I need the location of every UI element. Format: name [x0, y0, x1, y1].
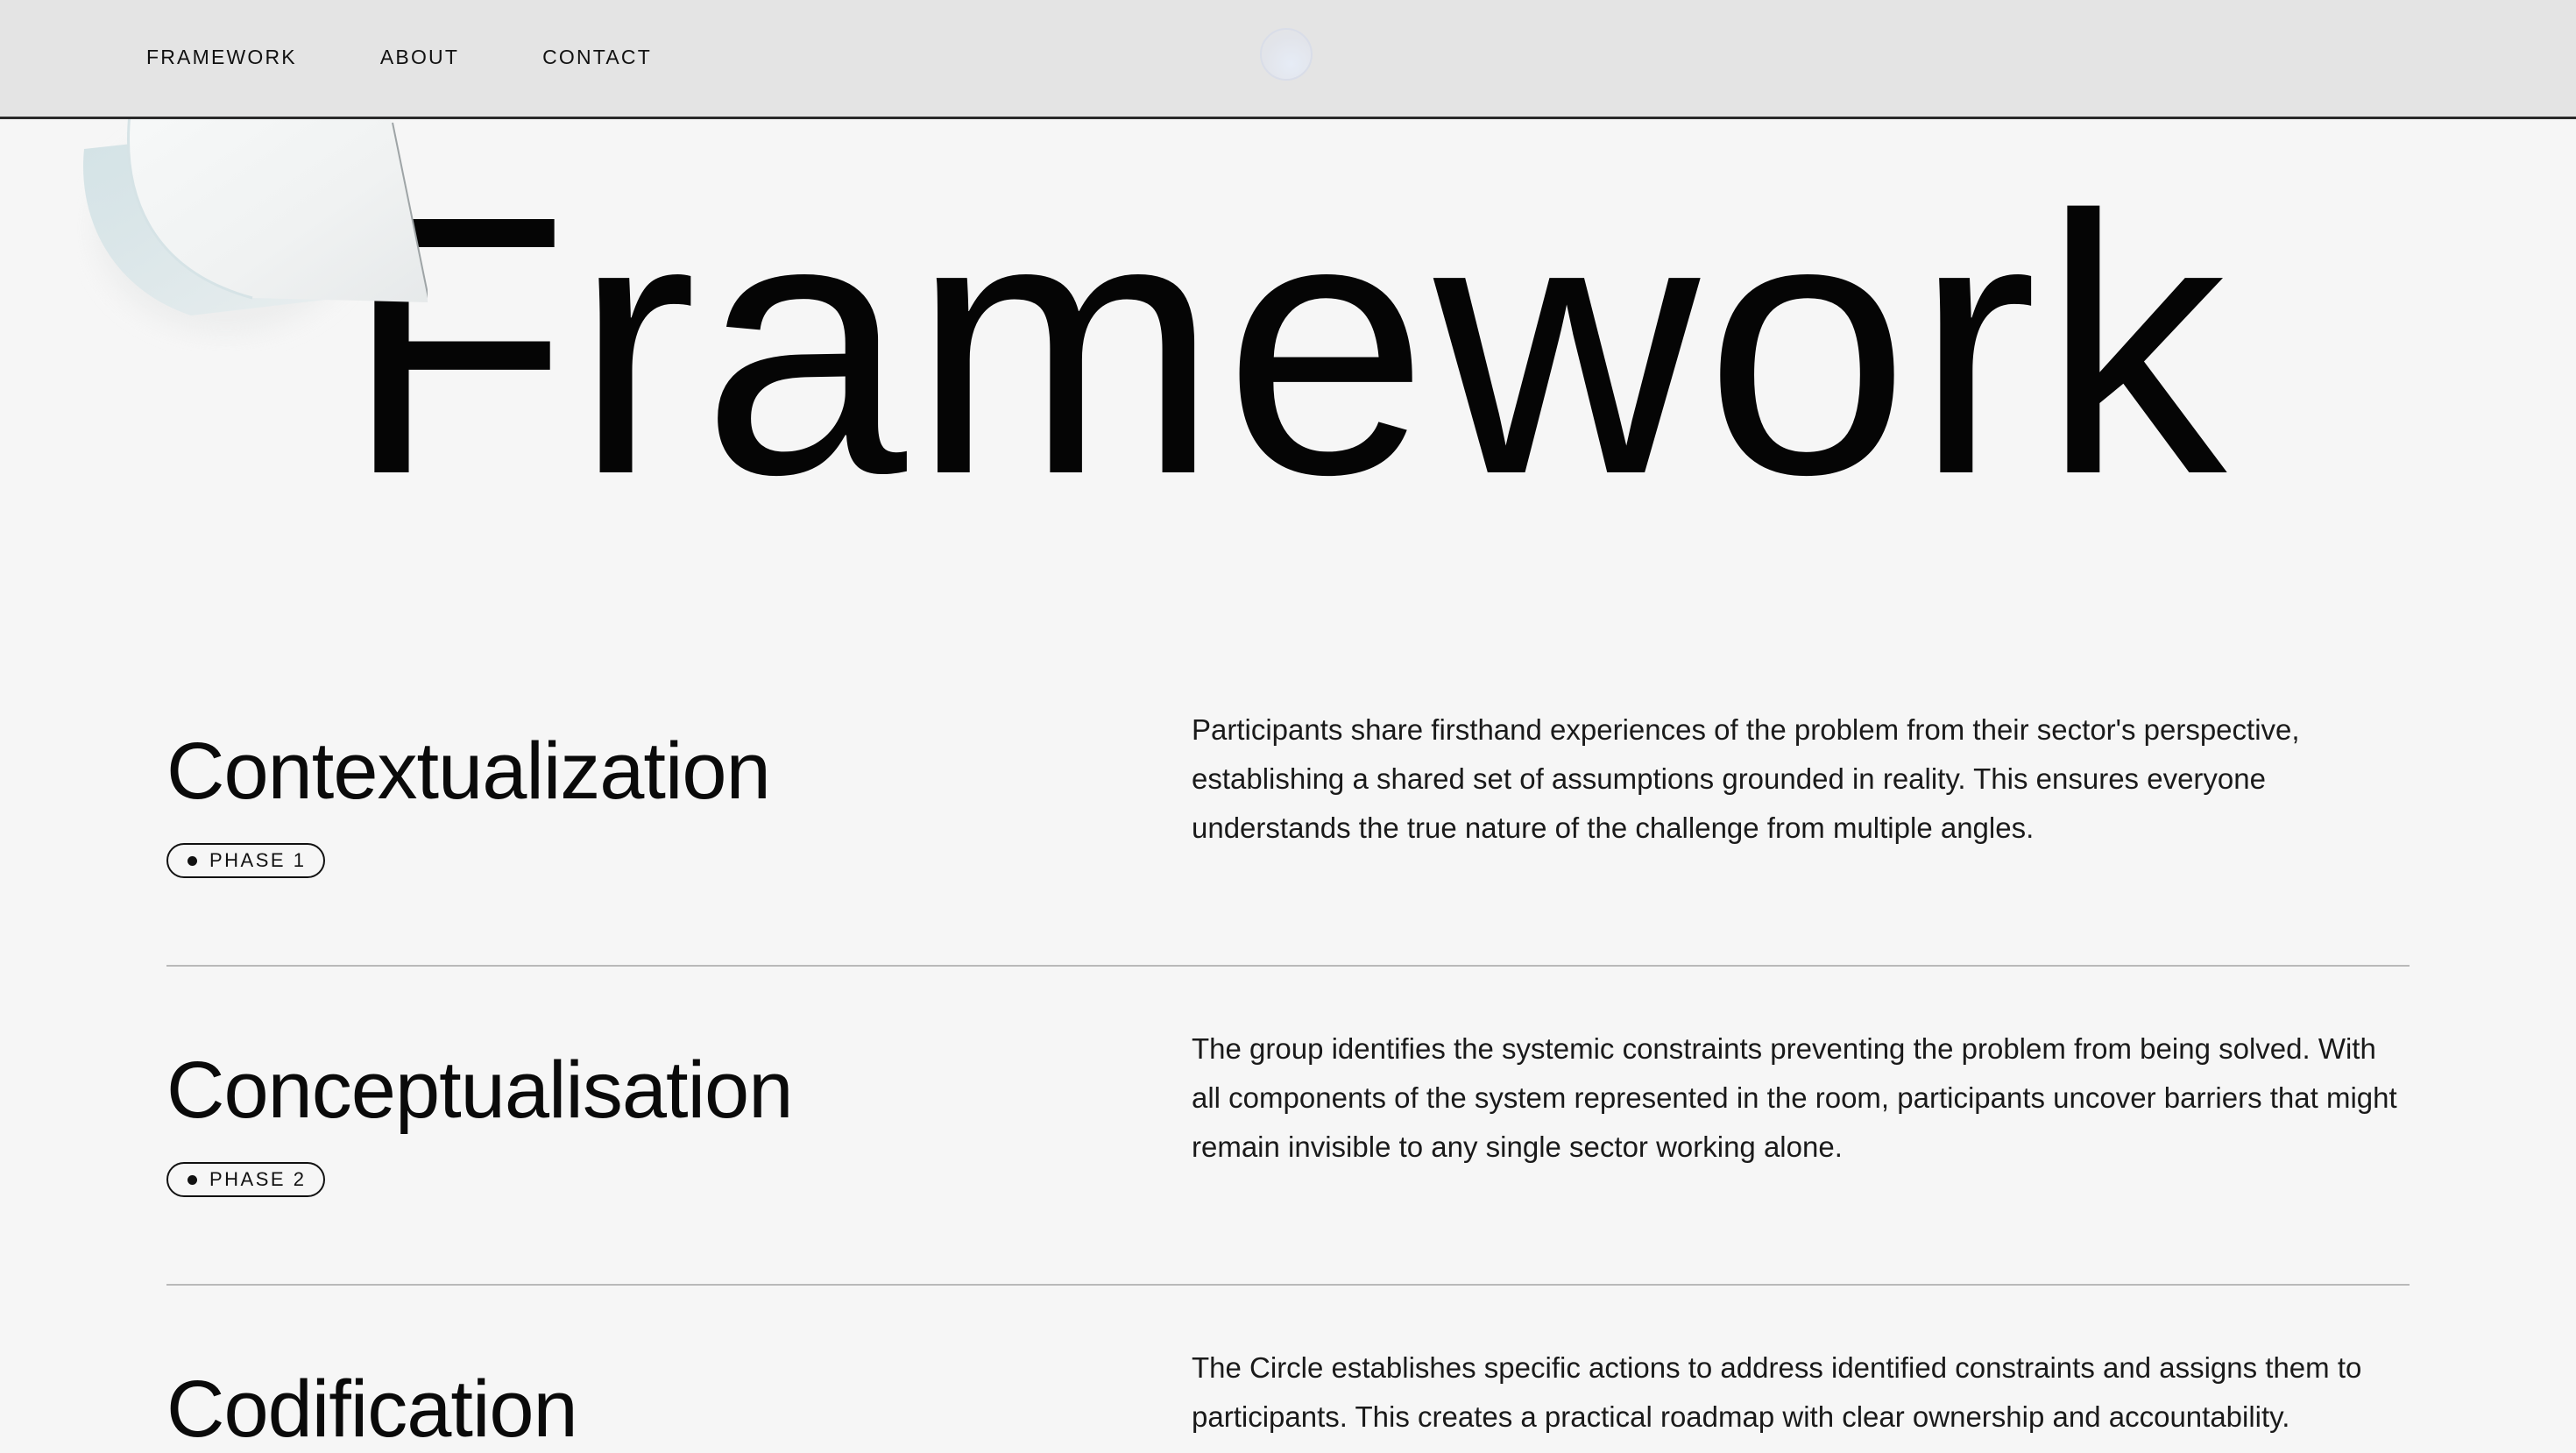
phase-title: Codification — [166, 1364, 578, 1453]
phase-section-conceptualisation: Conceptualisation PHASE 2 The group iden… — [166, 1020, 2410, 1283]
main-nav: FRAMEWORK ABOUT CONTACT — [146, 44, 735, 70]
phase-title: Contextualization — [166, 726, 771, 816]
phase-description: Participants share firsthand experiences… — [1192, 713, 2300, 844]
dot-icon — [188, 1174, 197, 1185]
phase-title: Conceptualisation — [166, 1045, 793, 1135]
phase-section-contextualization: Contextualization PHASE 1 Participants s… — [166, 701, 2410, 964]
phase-description: The group identifies the systemic constr… — [1192, 1032, 2397, 1163]
phase-description: The Circle establishes specific actions … — [1192, 1351, 2362, 1433]
nav-link-contact[interactable]: CONTACT — [542, 46, 652, 68]
phase-badge: PHASE 1 — [166, 843, 326, 878]
dot-icon — [188, 855, 197, 866]
phase-badge-label: PHASE 2 — [209, 1168, 307, 1190]
nav-link-about[interactable]: ABOUT — [379, 46, 460, 68]
glass-shape-decoration — [83, 96, 428, 333]
phase-badge: PHASE 2 — [166, 1162, 326, 1197]
divider — [166, 1284, 2410, 1286]
phase-badge-label: PHASE 1 — [209, 849, 307, 871]
page-title: Framework — [343, 140, 2233, 551]
logo-circle-icon[interactable] — [1260, 28, 1313, 81]
phase-section-codification: Codification The Circle establishes spec… — [166, 1339, 2410, 1453]
divider — [166, 965, 2410, 967]
nav-link-framework[interactable]: FRAMEWORK — [146, 46, 297, 68]
site-header: FRAMEWORK ABOUT CONTACT — [0, 0, 2576, 119]
